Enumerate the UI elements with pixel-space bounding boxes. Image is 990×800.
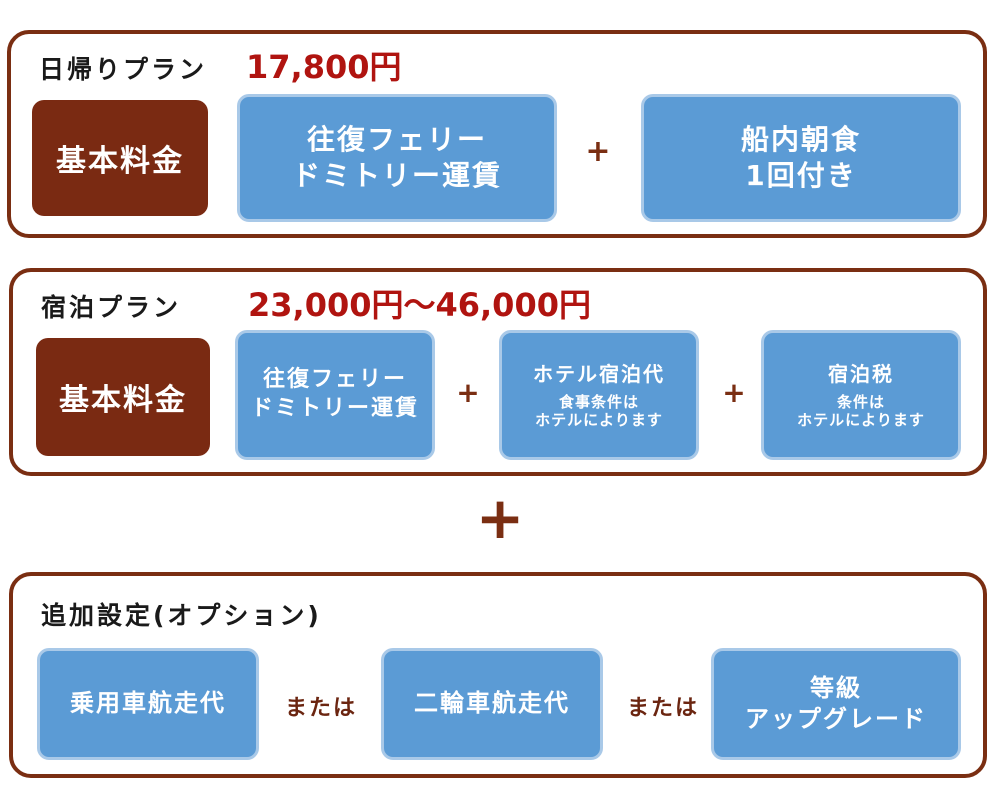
or-label-1: または: [285, 696, 358, 721]
ferry-line1: 往復フェリー: [262, 367, 407, 393]
option-upgrade-box: 等級 アップグレード: [711, 648, 961, 760]
car-label: 乗用車航走代: [70, 689, 226, 718]
hotel-title: ホテル宿泊代: [533, 362, 665, 386]
breakfast-line2: 1回付き: [745, 159, 857, 192]
upgrade-line1: 等級: [810, 673, 862, 702]
options-section: 追加設定(オプション) 乗用車航走代 または 二輪車航走代 または 等級 アップ…: [9, 572, 987, 778]
stay-plan-tax-box: 宿泊税 条件は ホテルによります: [761, 330, 961, 460]
day-plan-section: 日帰りプラン 17,800円 基本料金 往復フェリー ドミトリー運賃 + 船内朝…: [7, 30, 987, 238]
day-plan-title: 日帰りプラン: [39, 55, 208, 84]
stay-plan-plus-2: +: [722, 376, 746, 409]
ferry-line2: ドミトリー運賃: [291, 159, 502, 192]
base-fee-label: 基本料金: [59, 383, 187, 418]
day-plan-price: 17,800円: [246, 48, 402, 86]
breakfast-line1: 船内朝食: [740, 122, 861, 156]
tax-note1: 条件は: [836, 393, 885, 411]
stay-plan-base-fee: 基本料金: [36, 338, 210, 456]
tax-title: 宿泊税: [828, 362, 894, 386]
ferry-line2: ドミトリー運賃: [250, 396, 419, 421]
stay-plan-section: 宿泊プラン 23,000円〜46,000円 基本料金 往復フェリー ドミトリー運…: [9, 268, 987, 476]
ferry-line1: 往復フェリー: [306, 122, 487, 156]
upgrade-line2: アップグレード: [745, 705, 927, 733]
day-plan-plus: +: [585, 134, 611, 169]
motorcycle-label: 二輪車航走代: [414, 689, 570, 718]
base-fee-label: 基本料金: [56, 144, 184, 179]
day-plan-ferry-box: 往復フェリー ドミトリー運賃: [237, 94, 557, 222]
option-motorcycle-box: 二輪車航走代: [381, 648, 603, 760]
day-plan-breakfast-box: 船内朝食 1回付き: [641, 94, 961, 222]
hotel-note1: 食事条件は: [558, 393, 639, 411]
stay-plan-hotel-box: ホテル宿泊代 食事条件は ホテルによります: [499, 330, 699, 460]
stay-plan-ferry-box: 往復フェリー ドミトリー運賃: [235, 330, 435, 460]
stay-plan-title: 宿泊プラン: [41, 293, 182, 322]
stay-plan-plus-1: +: [456, 376, 480, 409]
options-title: 追加設定(オプション): [41, 601, 322, 630]
hotel-note2: ホテルによります: [535, 411, 663, 429]
stay-plan-price: 23,000円〜46,000円: [248, 286, 591, 324]
tax-note2: ホテルによります: [797, 411, 925, 429]
day-plan-base-fee: 基本料金: [32, 100, 208, 216]
option-car-box: 乗用車航走代: [37, 648, 259, 760]
big-plus-connector: +: [475, 484, 525, 552]
or-label-2: または: [627, 696, 700, 721]
